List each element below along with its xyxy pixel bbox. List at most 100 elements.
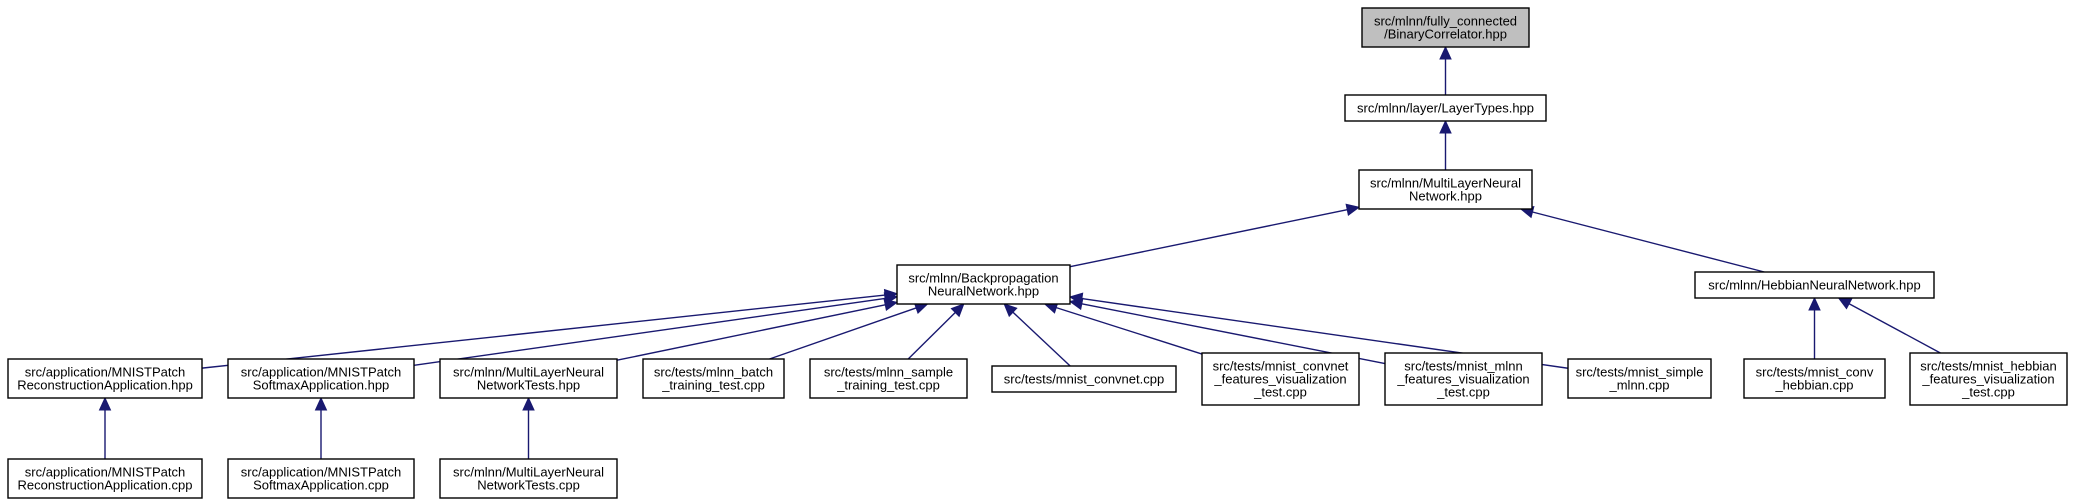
node-mltc[interactable]: src/mlnn/MultiLayerNeuralNetworkTests.cp… (439, 458, 618, 499)
arrowhead (1068, 292, 1084, 305)
edge-line (1532, 211, 1765, 273)
edge-mcf-to-bp (1043, 301, 1203, 355)
node-label-line: _test.cpp (1436, 385, 1490, 400)
edge-mlt-to-bp (616, 298, 899, 361)
arrowhead (1345, 203, 1361, 216)
node-label-line: src/application/MNISTPatch (25, 365, 185, 380)
node-label-line: _training_test.cpp (661, 378, 765, 393)
node-bp[interactable]: src/mlnn/BackpropagationNeuralNetwork.hp… (896, 264, 1071, 305)
node-label-line: Network.hpp (1409, 189, 1482, 204)
node-box (439, 358, 618, 399)
edge-mc-to-bp (1003, 303, 1071, 367)
node-box (227, 458, 415, 499)
node-label-line: _features_visualization (1921, 372, 2054, 387)
node-label-line: NeuralNetwork.hpp (928, 284, 1039, 299)
edge-hnn-to-mlnn (1519, 206, 1765, 273)
edge-st-to-bp (907, 303, 965, 360)
node-mpsc[interactable]: src/application/MNISTPatchSoftmaxApplica… (227, 458, 415, 499)
node-box (642, 358, 785, 399)
node-label-line: ReconstructionApplication.hpp (17, 378, 193, 393)
edge-line (1012, 311, 1071, 367)
edge-mhf-to-hnn (1837, 297, 1941, 354)
node-label-line: src/tests/mnist_convnet (1213, 359, 1349, 374)
node-label-line: src/tests/mnist_hebbian (1920, 359, 2057, 374)
node-label-line: src/tests/mlnn_batch (654, 365, 773, 380)
node-label-line: ReconstructionApplication.cpp (18, 478, 193, 493)
node-label-line: _test.cpp (1253, 385, 1307, 400)
node-label-line: NetworkTests.cpp (477, 478, 580, 493)
node-box (1201, 352, 1360, 406)
node-box (991, 365, 1177, 393)
edge-mlnn-to-lt (1439, 119, 1452, 170)
node-label-line: _training_test.cpp (836, 378, 940, 393)
node-label-line: src/mlnn/Backpropagation (908, 271, 1058, 286)
edge-bp-to-mlnn (1069, 203, 1361, 268)
edge-lt-to-bc (1439, 45, 1452, 95)
node-label-line: SoftmaxApplication.cpp (253, 478, 389, 493)
node-label-line: SoftmaxApplication.hpp (253, 378, 390, 393)
node-label-line: /BinaryCorrelator.hpp (1384, 27, 1507, 42)
node-label-line: src/application/MNISTPatch (241, 465, 401, 480)
node-label-line: src/application/MNISTPatch (241, 365, 401, 380)
edge-mps-to-bp (413, 292, 899, 366)
node-box (7, 358, 203, 399)
node-box (439, 458, 618, 499)
node-mprc[interactable]: src/application/MNISTPatchReconstruction… (7, 458, 203, 499)
edge-line (1056, 306, 1203, 355)
node-box (1694, 271, 1935, 299)
node-mcf[interactable]: src/tests/mnist_convnet_features_visuali… (1201, 352, 1360, 406)
arrowhead (1837, 297, 1853, 310)
arrowhead (1003, 303, 1018, 318)
node-box (1358, 169, 1533, 210)
node-label-line: src/mlnn/layer/LayerTypes.hpp (1357, 101, 1534, 116)
edge-mpr-to-bp (201, 288, 899, 369)
node-label-line: src/mlnn/MultiLayerNeural (453, 465, 604, 480)
node-label-line: _test.cpp (1961, 385, 2015, 400)
node-box (1909, 352, 2068, 406)
node-box (7, 458, 203, 499)
edge-line (907, 311, 956, 360)
node-st[interactable]: src/tests/mlnn_sample_training_test.cpp (809, 358, 968, 399)
node-label-line: _features_visualization (1396, 372, 1529, 387)
arrowhead (314, 396, 328, 411)
node-box (896, 264, 1071, 305)
node-lt[interactable]: src/mlnn/layer/LayerTypes.hpp (1344, 94, 1547, 122)
edge-mltc-to-mlt (522, 396, 535, 459)
node-box (1384, 352, 1543, 406)
edge-line (201, 294, 886, 369)
node-label-line: _mlnn.cpp (1609, 378, 1670, 393)
node-mch[interactable]: src/tests/mnist_conv_hebbian.cpp (1743, 358, 1886, 399)
node-label-line: _hebbian.cpp (1774, 378, 1853, 393)
node-box (1344, 94, 1547, 122)
node-box (227, 358, 415, 399)
edge-line (616, 304, 886, 361)
node-label-line: src/mlnn/MultiLayerNeural (453, 365, 604, 380)
node-box (809, 358, 968, 399)
node-hnn[interactable]: src/mlnn/HebbianNeuralNetwork.hpp (1694, 271, 1935, 299)
node-mps[interactable]: src/application/MNISTPatchSoftmaxApplica… (227, 358, 415, 399)
arrowhead (98, 396, 112, 411)
node-mc[interactable]: src/tests/mnist_convnet.cpp (991, 365, 1177, 393)
node-box (1361, 7, 1530, 48)
arrowhead (883, 298, 899, 312)
node-label-line: src/tests/mnist_mlnn (1404, 359, 1522, 374)
arrowhead (1808, 296, 1821, 311)
edge-line (413, 297, 886, 366)
node-mlt[interactable]: src/mlnn/MultiLayerNeuralNetworkTests.hp… (439, 358, 618, 399)
node-bc[interactable]: src/mlnn/fully_connected/BinaryCorrelato… (1361, 7, 1530, 48)
node-mpr[interactable]: src/application/MNISTPatchReconstruction… (7, 358, 203, 399)
node-mmf[interactable]: src/tests/mnist_mlnn_features_visualizat… (1384, 352, 1543, 406)
node-label-line: src/tests/mnist_conv (1756, 365, 1874, 380)
node-box (1567, 358, 1712, 399)
node-msm[interactable]: src/tests/mnist_simple_mlnn.cpp (1567, 358, 1712, 399)
edge-line (769, 307, 917, 360)
node-label-line: src/mlnn/MultiLayerNeural (1370, 176, 1521, 191)
edge-mprc-to-mpr (98, 396, 112, 459)
node-label-line: src/application/MNISTPatch (25, 465, 185, 480)
node-mhf[interactable]: src/tests/mnist_hebbian_features_visuali… (1909, 352, 2068, 406)
node-label-line: _features_visualization (1213, 372, 1346, 387)
node-label-line: src/tests/mnist_simple (1576, 365, 1704, 380)
edge-mpsc-to-mps (314, 396, 328, 459)
node-bt[interactable]: src/tests/mlnn_batch_training_test.cpp (642, 358, 785, 399)
